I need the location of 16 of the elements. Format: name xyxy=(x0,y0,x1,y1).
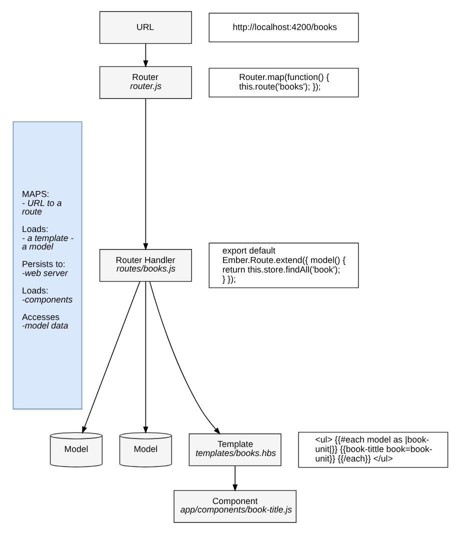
node-box: Component app/components/book-title.js xyxy=(174,490,297,523)
node-box: Template templates/books.hbs xyxy=(188,433,282,466)
node-box: <ul> {{#each model as |book-unit|}} {{book-tittle book=book-unit}} {{/each}} </ul> xyxy=(298,432,448,468)
arrow xyxy=(232,466,238,492)
node-box: Router router.js xyxy=(99,66,192,99)
arrow xyxy=(143,98,148,250)
arrow xyxy=(149,281,221,435)
node-box: Router Handler routes/books.js xyxy=(99,249,192,282)
arrow xyxy=(143,281,148,434)
node-box: export default Ember.Route.extend({ model() { return this.store.findAll('book'); } }); xyxy=(208,242,359,288)
arrow xyxy=(143,43,148,68)
node-box: MAPS: - URL to a route Loads: - a template - a model Persists to: -web server Loads: -components Accesses -model data xyxy=(12,121,82,410)
arrow xyxy=(82,281,140,434)
node-box: http://localhost:4200/books xyxy=(208,12,359,42)
node-box: Router.map(function() { this.route('books'); }); xyxy=(208,68,359,98)
node-box: URL xyxy=(99,11,192,44)
